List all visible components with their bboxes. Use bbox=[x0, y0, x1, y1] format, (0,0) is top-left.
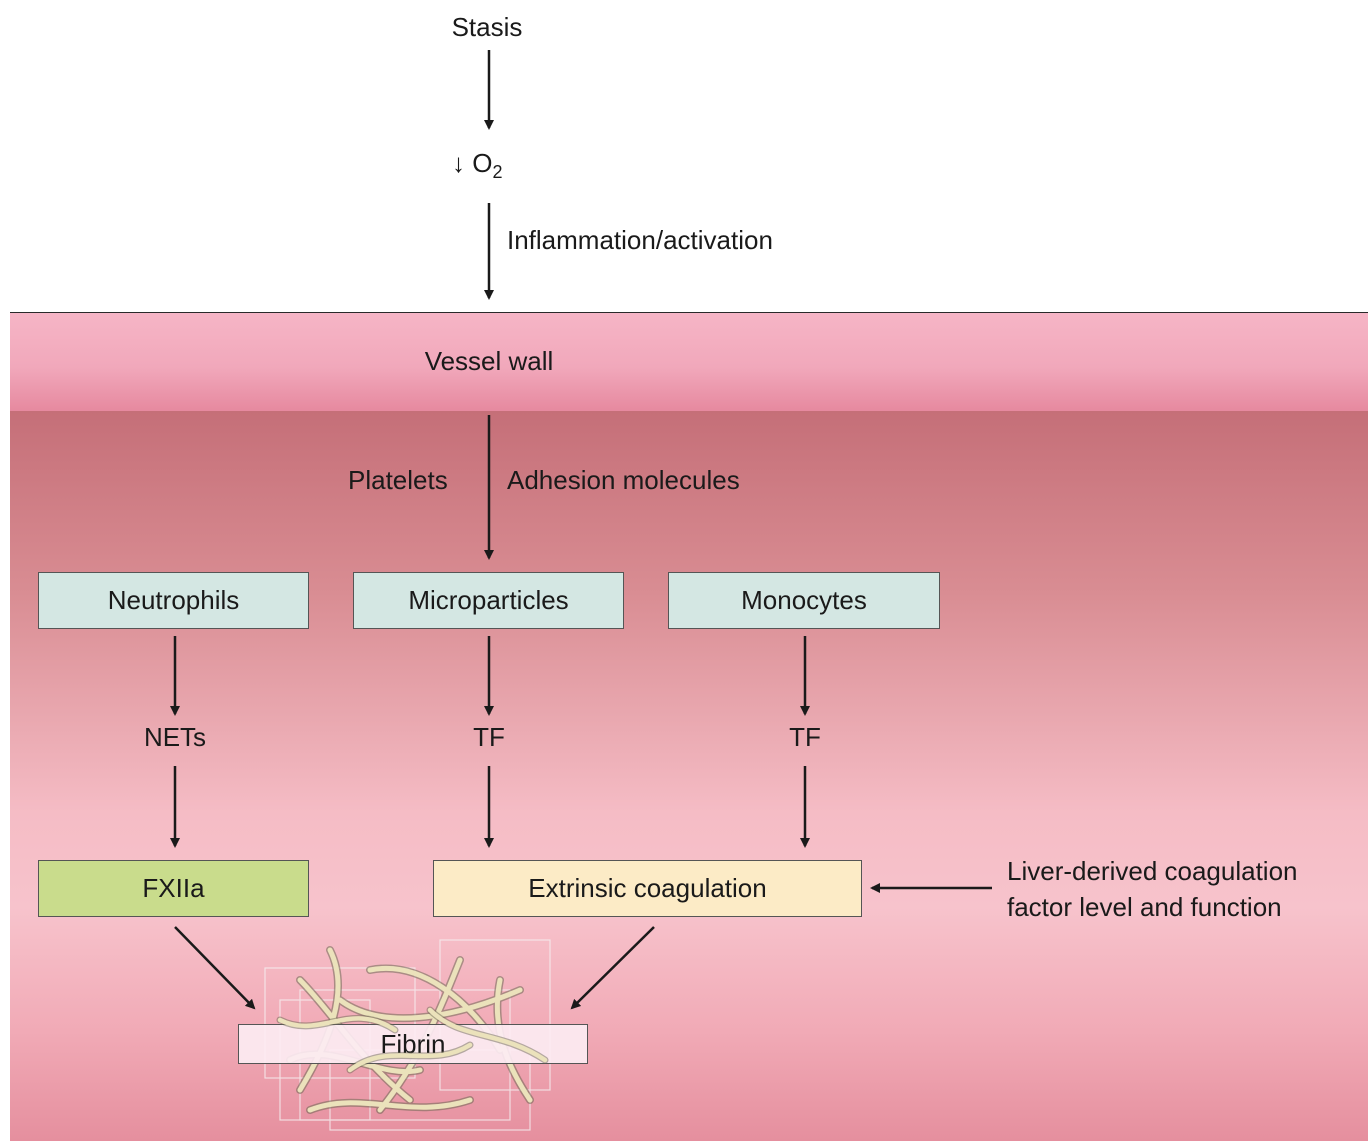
nets-label: NETs bbox=[143, 722, 207, 752]
neutrophils-box: Neutrophils bbox=[38, 572, 309, 629]
extrinsic-coagulation-box: Extrinsic coagulation bbox=[433, 860, 862, 917]
arrow-extrinsic-to-fibrin bbox=[570, 926, 655, 1010]
vessel-lumen bbox=[10, 411, 1368, 1141]
vessel-wall-band bbox=[10, 312, 1368, 412]
microparticles-label: Microparticles bbox=[408, 585, 569, 615]
monocytes-label: Monocytes bbox=[741, 585, 867, 615]
fxiia-label: FXIIa bbox=[142, 873, 205, 903]
stasis-label: Stasis bbox=[451, 12, 523, 42]
liver-factor-label: Liver-derived coagulation factor level a… bbox=[1007, 853, 1298, 925]
oxygen-symbol: O bbox=[472, 148, 493, 178]
o2-label: ↓ O2 bbox=[452, 148, 502, 183]
arrow-fxiia-to-fibrin bbox=[174, 926, 256, 1010]
inflammation-label: Inflammation/activation bbox=[507, 225, 773, 255]
liver-factor-line-1: Liver-derived coagulation bbox=[1007, 856, 1298, 886]
tf-label-monocytes: TF bbox=[789, 722, 821, 752]
monocytes-box: Monocytes bbox=[668, 572, 940, 629]
tf-label-microparticles: TF bbox=[473, 722, 505, 752]
neutrophils-label: Neutrophils bbox=[107, 585, 240, 615]
liver-factor-line-2: factor level and function bbox=[1007, 892, 1282, 922]
adhesion-molecules-label: Adhesion molecules bbox=[507, 465, 740, 495]
platelets-label: Platelets bbox=[348, 465, 448, 495]
microparticles-box: Microparticles bbox=[353, 572, 624, 629]
extrinsic-coagulation-label: Extrinsic coagulation bbox=[528, 873, 767, 903]
vessel-wall-label: Vessel wall bbox=[424, 346, 554, 376]
fxiia-box: FXIIa bbox=[38, 860, 309, 917]
down-arrow-icon: ↓ bbox=[452, 148, 465, 178]
oxygen-subscript: 2 bbox=[492, 162, 503, 183]
